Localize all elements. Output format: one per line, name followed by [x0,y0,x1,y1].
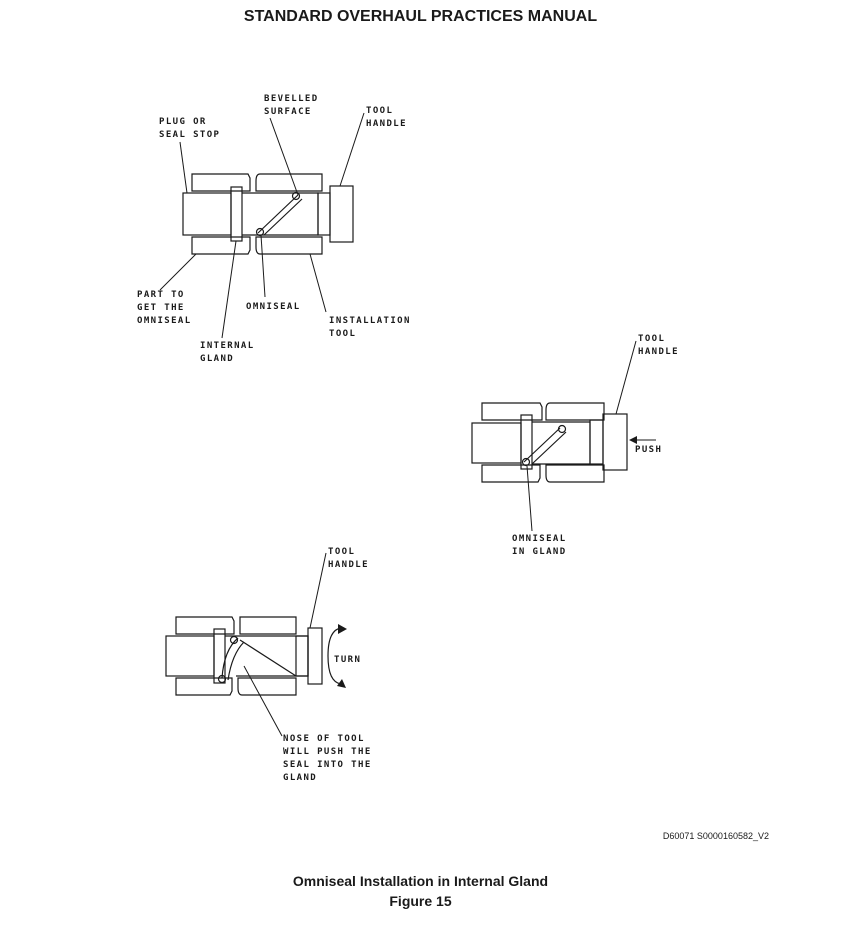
omniseal-3 [229,635,239,645]
seal-stop-3 [213,628,226,684]
bevelled-surface [257,194,299,234]
tool-handle-2 [602,413,628,471]
installation-tool-body-2 [532,421,591,465]
seal-stop [230,186,243,242]
label-installation-tool: INSTALLATION TOOL [329,316,418,339]
leader-tool-handle-1 [339,112,365,187]
figure-number: Figure 15 [389,893,452,909]
omniseal-in-gland [521,457,531,467]
tool-handle-3 [307,627,323,685]
housing-upper-left [191,173,251,192]
omniseal-bottom [255,227,265,237]
plug-body-2 [471,422,522,464]
leader-part [159,253,197,291]
label-omniseal-in-gland: OMNISEAL IN GLAND [512,534,573,557]
view-1-initial-position: BEVELLED SURFACE TOOL HANDLE PLUG OR SEA… [137,94,418,364]
label-nose-of-tool: NOSE OF TOOL WILL PUSH THE SEAL INTO THE… [283,734,378,783]
drawing-id: D60071 S0000160582_V2 [662,831,769,841]
label-tool-handle-3: TOOL HANDLE [328,547,369,570]
label-turn: TURN [334,655,361,665]
label-omniseal: OMNISEAL [246,302,301,312]
label-bevelled-surface: BEVELLED SURFACE [264,94,325,117]
housing-lower-right [255,236,323,255]
plug-body [182,192,232,236]
figure-title: Omniseal Installation in Internal Gland [292,873,549,889]
leader-bevelled [269,117,299,196]
housing-lower-left [191,236,251,255]
label-plug-or-seal-stop: PLUG OR SEAL STOP [159,117,220,140]
label-tool-handle-1: TOOL HANDLE [366,106,407,129]
omniseal-top [291,191,301,201]
installation-tool-body [242,192,319,236]
leader-internal-gland [221,240,237,339]
plug-body-3 [165,635,215,677]
tool-nose-curve [239,639,297,677]
page-title: STANDARD OVERHAUL PRACTICES MANUAL [243,8,598,25]
view-3-turn-position: TOOL HANDLE TURN NOSE OF TOOL WILL PUSH … [165,547,378,783]
label-internal-gland: INTERNAL GLAND [200,341,261,364]
leader-omniseal [260,234,266,298]
turn-arrow [327,627,342,685]
leader-installation-tool [309,253,327,313]
label-tool-handle-2: TOOL HANDLE [638,334,679,357]
view-2-push-position: TOOL HANDLE PUSH OMNISEAL IN GLAND [471,334,679,557]
tool-handle [329,185,354,243]
label-part-to-get-omniseal: PART TO GET THE OMNISEAL [137,290,192,326]
seal-stop-2 [520,414,533,470]
housing-upper-right [255,173,323,192]
leader-plug [179,141,188,194]
label-push: PUSH [635,445,662,455]
